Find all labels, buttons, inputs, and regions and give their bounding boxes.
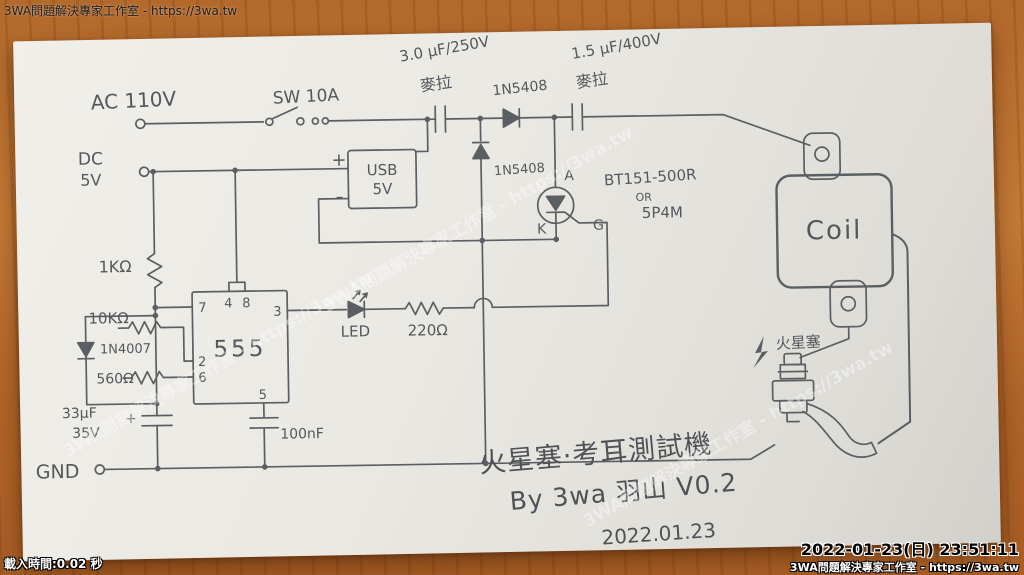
scr-symbol: [536, 116, 590, 243]
label-c2-value: 1.5 μF/400V: [570, 30, 663, 63]
label-pin3: 3: [273, 305, 282, 320]
load-time-watermark: 載入時間:0.02 秒: [4, 557, 103, 571]
brand-watermark-bottom-right: 3WA問題解決專家工作室 - https://3wa.tw: [789, 561, 1019, 574]
led-symbol: [347, 289, 368, 319]
label-pin8: 8: [242, 296, 251, 311]
junction-dots: [150, 114, 560, 472]
dc-terminal: [138, 166, 150, 178]
timestamp-watermark: 2022-01-23(日) 23:51:11: [800, 540, 1019, 559]
label-r1: 1KΩ: [98, 257, 131, 277]
label-pin4: 4: [224, 296, 233, 311]
label-ac: AC 110V: [90, 86, 177, 114]
label-scr-g: G: [593, 218, 604, 234]
diode-1n4007-symbol: [76, 341, 95, 360]
label-d3: 1N4007: [100, 342, 151, 358]
label-ic555: 555: [213, 336, 266, 363]
resistor-10k-symbol: [117, 320, 194, 363]
capacitor-c2-symbol: [571, 103, 584, 131]
cap-33uf-symbol: [141, 414, 173, 427]
usb-wires: [317, 118, 558, 244]
label-usb-plus: +: [331, 150, 346, 171]
resistor-560-symbol: [122, 370, 195, 385]
label-r4: 220Ω: [408, 321, 448, 340]
diode-d1-symbol: [502, 108, 521, 128]
label-scr-k: K: [537, 221, 547, 237]
label-pin5: 5: [259, 388, 268, 403]
label-scr-part1: BT151-500R: [603, 165, 697, 189]
title-line3: 2022.01.23: [601, 518, 717, 550]
lightning-icon: [753, 336, 769, 369]
label-scr-a: A: [564, 168, 574, 184]
label-c1-type: 麥拉: [419, 72, 453, 95]
top-rail-wire: [144, 113, 811, 147]
label-spark-plug: 火星塞: [775, 333, 821, 353]
label-dc-volt: 5V: [80, 170, 101, 189]
label-gnd: GND: [36, 461, 80, 484]
resistor-1k-symbol: [146, 252, 163, 289]
label-c2-type: 麥拉: [575, 69, 609, 92]
resistor-220-symbol: [404, 301, 445, 316]
output-wire: [286, 221, 610, 312]
ic-branch-wire: [228, 169, 246, 293]
ac-terminal: [135, 118, 146, 130]
label-d1: 1N5408: [492, 78, 548, 100]
label-pin7: 7: [198, 301, 207, 316]
title-line2: By 3wa 羽山 V0.2: [509, 468, 739, 516]
coil-secondary-wires: [799, 233, 912, 445]
label-pin2: 2: [198, 355, 207, 370]
label-c3-value: 33μF: [62, 406, 97, 423]
label-scr-part2: 5P4M: [642, 203, 683, 222]
label-c3-volt: 35V: [72, 425, 100, 441]
label-usb: USB: [367, 161, 398, 179]
power-switch-symbol: [265, 106, 330, 127]
label-scr-or: OR: [635, 191, 652, 204]
label-pin6: 6: [198, 371, 207, 386]
dc-rail-wire: [148, 167, 349, 173]
capacitor-c1-symbol: [434, 105, 447, 134]
label-usb-volt: 5V: [372, 180, 393, 198]
label-led: LED: [341, 322, 371, 340]
label-usb-minus: -: [335, 185, 343, 210]
gnd-terminal: [94, 464, 106, 475]
label-r3: 560Ω: [96, 371, 134, 388]
cap-100nf-symbol: [249, 402, 280, 468]
ic-555-box: [191, 289, 290, 405]
diode-d2-symbol: [471, 117, 490, 465]
gnd-rail-wire: [103, 444, 776, 471]
label-r2: 10KΩ: [88, 309, 129, 328]
label-c1-value: 3.0 μF/250V: [398, 32, 491, 65]
label-d2: 1N5408: [493, 161, 545, 179]
label-dc: DC: [78, 149, 103, 169]
label-coil: Coil: [806, 215, 863, 246]
usb-module-box: [347, 148, 418, 210]
label-c4-value: 100nF: [280, 426, 324, 443]
label-sw: SW 10A: [272, 85, 340, 108]
left-network-wire: [84, 314, 158, 406]
pin7-wire: [154, 306, 194, 309]
label-c3-plus: +: [125, 411, 137, 427]
brand-watermark-top-left: 3WA問題解決專家工作室 - https://3wa.tw: [4, 4, 238, 18]
left-rail-wire: [152, 170, 159, 470]
spark-plug-sketch: [771, 352, 878, 458]
